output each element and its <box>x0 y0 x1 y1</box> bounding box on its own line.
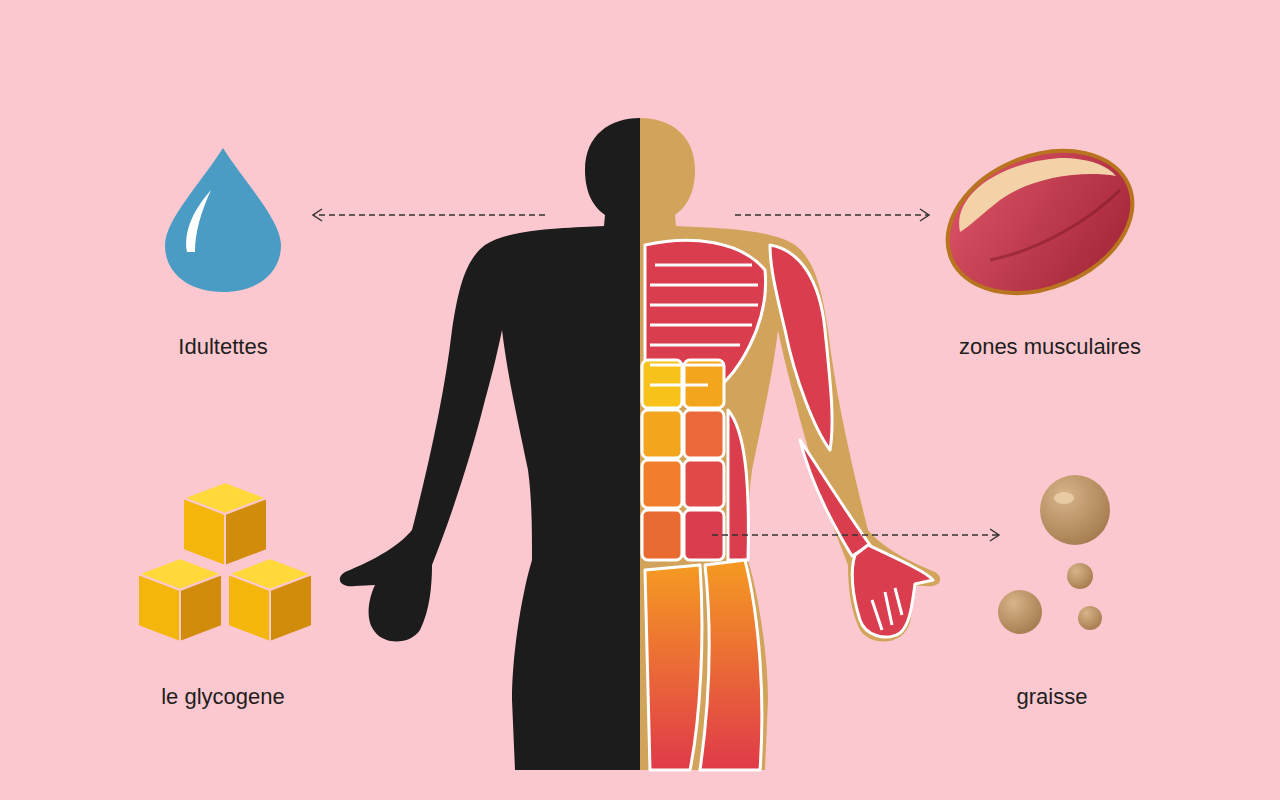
cube <box>228 558 312 642</box>
water-drop-icon <box>165 148 281 292</box>
icon-label: Idultettes <box>103 140 343 362</box>
abdomen-block <box>642 510 682 560</box>
icon-caption: graisse <box>1017 684 1088 712</box>
muscles <box>642 240 933 770</box>
muscle-icon <box>926 125 1153 319</box>
muscle-highlight <box>959 158 1116 232</box>
arm-muscle <box>770 245 832 450</box>
icon-caption: le glycogene <box>161 684 285 712</box>
chest-stripes <box>650 265 758 385</box>
arrow-head <box>990 529 999 541</box>
fat-sphere <box>1067 563 1093 589</box>
fat-sphere <box>1078 606 1102 630</box>
leg-muscle <box>700 560 762 770</box>
silhouette-half <box>340 118 640 770</box>
cube <box>138 558 222 642</box>
fat-spheres-icon <box>998 475 1110 634</box>
leader-arrows <box>313 209 999 541</box>
muscle-stripes <box>650 265 902 630</box>
glycogen-cubes-icon <box>138 482 312 642</box>
arrow-head <box>313 209 322 221</box>
fat-sphere <box>1040 475 1110 545</box>
leg-muscle <box>645 565 702 770</box>
oblique-muscle <box>728 410 748 560</box>
icon-caption: zones musculaires <box>959 334 1141 362</box>
fat-sphere <box>998 590 1042 634</box>
hand-muscle <box>852 545 933 637</box>
finger-lines <box>872 588 902 630</box>
sphere-highlight <box>1054 492 1074 504</box>
abdomen-block <box>642 460 682 508</box>
anatomy-half <box>640 118 940 770</box>
dashed-leader <box>314 214 545 216</box>
abdomen-block <box>684 410 724 458</box>
cube <box>183 482 267 566</box>
dashed-leader <box>735 214 928 216</box>
forearm-muscle <box>800 440 870 556</box>
drop-shape <box>165 148 281 292</box>
muscle-fibre <box>990 190 1120 260</box>
dashed-leader <box>712 534 998 536</box>
muscle-oval <box>926 125 1153 319</box>
icon-label: zones musculaires <box>930 140 1170 362</box>
abdomen-block <box>642 410 682 458</box>
icon-label: le glycogene <box>103 470 343 712</box>
human-figure <box>340 118 940 770</box>
icon-caption: Idultettes <box>178 334 267 362</box>
drop-highlight <box>186 190 211 252</box>
abdomen-block <box>684 460 724 508</box>
icon-label: graisse <box>932 470 1172 712</box>
arrow-head <box>920 209 929 221</box>
